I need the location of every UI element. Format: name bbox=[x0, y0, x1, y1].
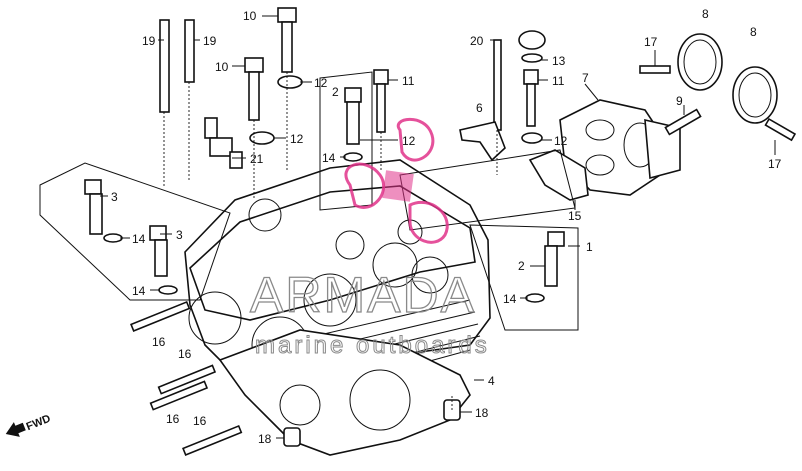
stud-bolt-19-right bbox=[184, 19, 195, 83]
label-10-mid: 10 bbox=[215, 60, 229, 74]
fwd-label: FWD bbox=[25, 413, 53, 434]
bolt-9 bbox=[664, 108, 702, 136]
washer-12-a bbox=[277, 75, 303, 89]
watermark-logo-ring-top bbox=[396, 117, 435, 162]
armada-watermark: ARMADA marine outboards bbox=[249, 117, 490, 360]
flange-bolt-10-mid bbox=[244, 57, 264, 121]
hose-clamp-right bbox=[732, 66, 778, 124]
water-outlet-housing bbox=[559, 99, 681, 196]
screw-17-b bbox=[764, 117, 797, 142]
label-1: 1 bbox=[586, 240, 593, 254]
watermark-logo-center bbox=[382, 170, 414, 202]
valve-guide-3-lower bbox=[149, 225, 168, 277]
housing-o-ring bbox=[528, 149, 589, 201]
label-11-right: 11 bbox=[552, 74, 565, 88]
stud-16-d bbox=[182, 424, 243, 456]
reference-box-right bbox=[469, 224, 579, 331]
label-15: 15 bbox=[568, 209, 582, 223]
hose-clamp-left bbox=[677, 33, 723, 91]
stud-16-b bbox=[157, 364, 217, 395]
label-9: 9 bbox=[676, 94, 683, 108]
label-21: 21 bbox=[250, 152, 264, 166]
label-4: 4 bbox=[488, 374, 495, 388]
fwd-arrow-icon bbox=[5, 422, 26, 437]
stud-20 bbox=[493, 39, 502, 131]
label-14-lower: 14 bbox=[132, 284, 146, 298]
valve-guide-2-top bbox=[344, 87, 362, 145]
spark-plug-21 bbox=[204, 117, 243, 169]
seal-14-a bbox=[343, 152, 363, 162]
watermark-logo-ring-left bbox=[344, 162, 386, 209]
seal-14-b bbox=[103, 233, 123, 243]
washer-12-c bbox=[521, 132, 543, 144]
label-13: 13 bbox=[552, 54, 566, 68]
label-14-right: 14 bbox=[503, 292, 517, 306]
label-14-top: 14 bbox=[322, 151, 336, 165]
label-3-upper: 3 bbox=[111, 190, 118, 204]
label-2-top: 2 bbox=[332, 85, 339, 99]
label-11-left: 11 bbox=[402, 74, 415, 88]
o-ring-13 bbox=[521, 53, 543, 63]
bracket-6 bbox=[459, 121, 506, 162]
label-leaders bbox=[100, 15, 776, 439]
label-12-d: 12 bbox=[554, 134, 568, 148]
label-7: 7 bbox=[582, 71, 589, 85]
label-6: 6 bbox=[476, 101, 483, 115]
valve-guide-2-right bbox=[544, 231, 565, 287]
label-16-a: 16 bbox=[152, 335, 166, 349]
watermark-tagline: marine outboards bbox=[255, 332, 490, 359]
seal-14-c bbox=[158, 285, 178, 295]
seal-14-d bbox=[525, 293, 545, 303]
bolt-11-left bbox=[373, 69, 389, 133]
stud-16-c bbox=[149, 380, 209, 411]
label-2-right: 2 bbox=[518, 259, 525, 273]
stud-bolt-19-left bbox=[159, 19, 170, 113]
label-8-left: 8 bbox=[702, 7, 709, 21]
watermark-brand: ARMADA bbox=[250, 267, 476, 323]
part-labels: 19 19 10 10 12 12 12 12 11 11 2 2 21 14 … bbox=[111, 7, 782, 446]
label-19-left: 19 bbox=[142, 34, 156, 48]
bolt-11-right bbox=[523, 69, 539, 127]
cap-13 bbox=[518, 30, 546, 50]
label-10-top: 10 bbox=[243, 9, 257, 23]
label-8-right: 8 bbox=[750, 25, 757, 39]
label-18-right: 18 bbox=[475, 406, 489, 420]
flange-bolt-10-top bbox=[277, 7, 297, 73]
label-17-right: 17 bbox=[768, 157, 782, 171]
screw-17-a bbox=[639, 65, 671, 74]
label-14-left: 14 bbox=[132, 232, 146, 246]
label-12-a: 12 bbox=[314, 76, 328, 90]
label-20: 20 bbox=[470, 34, 484, 48]
forward-direction-indicator: FWD bbox=[5, 413, 53, 437]
label-3-lower: 3 bbox=[176, 228, 183, 242]
watermark-logo-ring-right bbox=[408, 200, 449, 244]
label-12-b: 12 bbox=[290, 132, 304, 146]
reference-box-left bbox=[39, 162, 231, 301]
head-gasket bbox=[218, 329, 471, 456]
label-12-c: 12 bbox=[402, 134, 416, 148]
stud-16-a bbox=[130, 300, 191, 332]
valve-guide-3-upper bbox=[84, 179, 103, 235]
label-16-b: 16 bbox=[178, 347, 192, 361]
label-19-right: 19 bbox=[203, 34, 217, 48]
label-18-bottom: 18 bbox=[258, 432, 272, 446]
dowel-18-b bbox=[283, 427, 301, 447]
label-16-c: 16 bbox=[166, 412, 180, 426]
label-17-top: 17 bbox=[644, 35, 658, 49]
label-16-d: 16 bbox=[193, 414, 207, 428]
